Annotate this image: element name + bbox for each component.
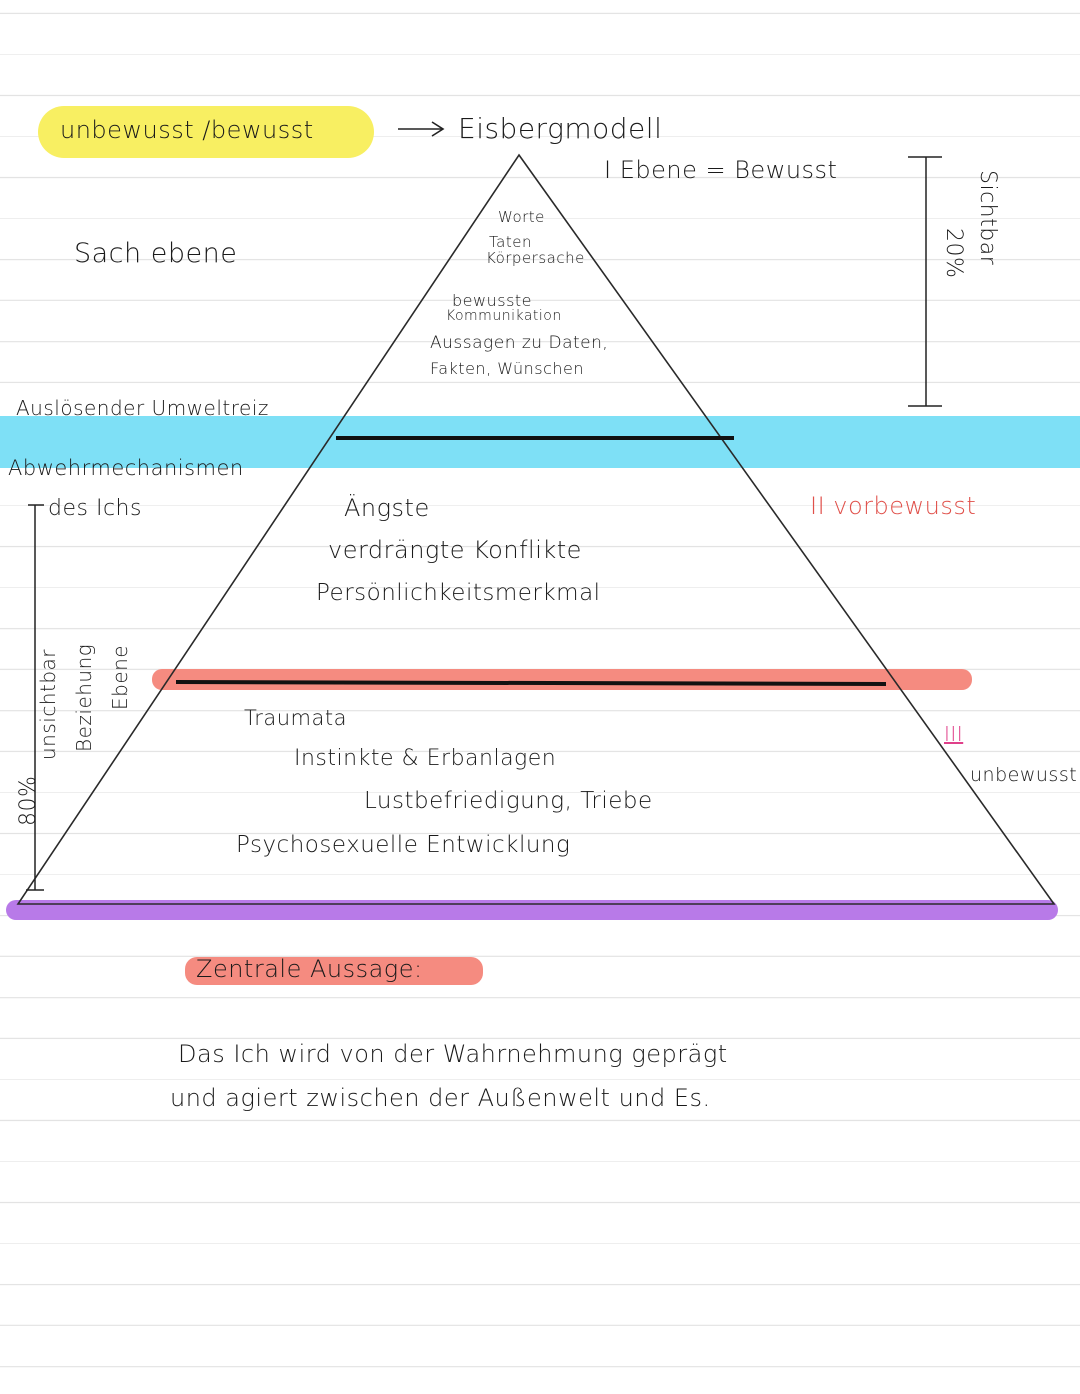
- model-title: Eisbergmodell: [458, 112, 663, 145]
- bottom-traumata: Traumata: [244, 706, 347, 730]
- sachebene-label: Sach ebene: [74, 238, 238, 269]
- bottom-lustbefriedigung: Lustbefriedigung, Triebe: [364, 788, 653, 814]
- top-koerpersache: Körpersache: [486, 249, 585, 267]
- cyan-band: [0, 416, 1080, 468]
- title-unbewusst-bewusst: unbewusst /bewusst: [60, 116, 314, 144]
- des-ichs-label: des Ichs: [48, 496, 142, 521]
- conclusion-line-2: und agiert zwischen der Außenwelt und Es…: [170, 1084, 711, 1112]
- middle-konflikte: verdrängte Konflikte: [328, 536, 582, 564]
- sichtbar-label: Sichtbar: [975, 170, 1000, 266]
- bottom-instinkte: Instinkte & Erbanlagen: [294, 746, 557, 771]
- umweltreiz-label: Auslösender Umweltreiz: [16, 396, 269, 420]
- percent-20-label: 20%: [941, 228, 966, 279]
- pyramid-outline: [16, 153, 1056, 905]
- percent-80-label: 80%: [16, 775, 41, 826]
- abwehrmechanismen-label: Abwehrmechanismen: [8, 456, 244, 480]
- conclusion-label: Zentrale Aussage:: [196, 955, 423, 983]
- top-worte: Worte: [498, 208, 545, 226]
- level-3-label: unbewusst: [970, 764, 1078, 786]
- top-bewusste: bewusste: [452, 291, 533, 310]
- level-2-label: II vorbewusst: [810, 492, 977, 520]
- middle-aengste: Ängste: [344, 494, 430, 522]
- top-taten: Taten: [489, 233, 532, 251]
- purple-band: [6, 900, 1058, 920]
- level-1-label: I Ebene = Bewusst: [604, 156, 838, 184]
- top-kommunikation: Kommunikation: [446, 308, 562, 324]
- divider-middle: [175, 680, 887, 686]
- middle-persoenlichkeit: Persönlichkeitsmerkmal: [316, 580, 601, 606]
- salmon-band: [152, 669, 972, 690]
- arrow-head: [431, 121, 445, 137]
- conclusion-highlight: [185, 957, 483, 985]
- bottom-psychosexuelle: Psychosexuelle Entwicklung: [236, 832, 571, 858]
- beziehung-label: Beziehung: [72, 643, 96, 752]
- level-3-number: III: [944, 722, 964, 746]
- unsichtbar-label: unsichtbar: [36, 648, 60, 760]
- top-aussagen: Aussagen zu Daten,: [430, 333, 609, 353]
- conclusion-line-1: Das Ich wird von der Wahrnehmung geprägt: [178, 1040, 728, 1068]
- top-fakten: Fakten, Wünschen: [430, 359, 585, 378]
- title-highlight: [38, 106, 374, 158]
- ebene-label: Ebene: [108, 644, 132, 710]
